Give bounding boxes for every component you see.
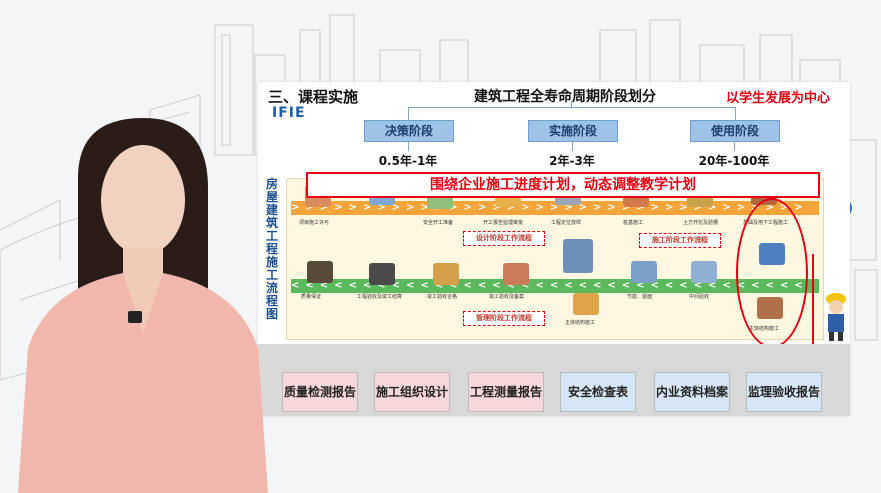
report-label: 工程测量报告 — [469, 385, 542, 399]
connector-line — [812, 254, 814, 350]
phase-decision: 决策阶段 — [364, 120, 454, 142]
document-archive: 内业资料档案 — [654, 372, 730, 412]
section-title: 三、课程实施 — [268, 88, 359, 106]
construction-stage-tag: 施工阶段工作流程 — [639, 233, 721, 248]
flow-caption: 桩基施工 — [623, 220, 644, 226]
flow-caption: 竣工验收合格 — [427, 294, 458, 300]
structure-icon — [573, 293, 599, 315]
phase-connector — [572, 142, 573, 151]
phase-implementation: 实施阶段 — [528, 120, 618, 142]
flow-caption: 中间验收 — [689, 294, 710, 300]
flow-caption: 开工报告监理审批 — [483, 220, 524, 226]
phase-connector — [408, 142, 409, 151]
completion-icon — [433, 263, 459, 285]
phase-bracket — [408, 107, 736, 120]
flow-caption: 土方开挖及验槽 — [683, 220, 719, 226]
acceptance-icon — [369, 263, 395, 285]
presentation-slide: 三、课程实施 IFIE 建筑工程全寿命周期阶段划分 以学生发展为中心 决策阶段 … — [258, 82, 850, 416]
design-stage-tag: 设计阶段工作流程 — [463, 231, 545, 246]
report-label: 内业资料档案 — [655, 385, 728, 399]
report-label: 安全检查表 — [567, 385, 628, 399]
flow-caption: 项目施工许可 — [299, 220, 330, 226]
crane-icon — [563, 239, 593, 273]
survey-report: 工程测量报告 — [468, 372, 544, 412]
ifie-logo: IFIE — [272, 105, 306, 121]
bottom-process-lane: <<<<<<<<<<<<<<<<<<<<<<<<<<<<<<<<<<<< — [291, 279, 819, 293]
report-label: 监理验收报告 — [747, 385, 820, 399]
supervision-report: 监理验收报告 — [746, 372, 822, 412]
slogan: 以学生发展为中心 — [726, 91, 831, 106]
teaching-plan-banner: 围绕企业施工进度计划，动态调整教学计划 — [306, 172, 820, 198]
phase-duration-decision: 0.5年-1年 — [378, 154, 438, 168]
main-title: 建筑工程全寿命周期阶段划分 — [474, 89, 656, 105]
management-stage-tag: 管理阶段工作流程 — [463, 311, 545, 326]
inspection-icon — [691, 261, 717, 283]
flow-caption: 质量保证 — [301, 294, 322, 300]
quality-icon — [307, 261, 333, 283]
phase-duration-implementation: 2年-3年 — [549, 154, 595, 168]
phase-duration-usage: 20年-100年 — [698, 154, 770, 168]
presenter-figure — [18, 118, 268, 493]
report-label: 质量检测报告 — [283, 385, 356, 399]
highlight-ellipse — [736, 198, 808, 348]
safety-checklist: 安全检查表 — [560, 372, 636, 412]
report-label: 施工组织设计 — [375, 385, 448, 399]
flow-chart-side-label: 房屋建筑工程施工流程图 — [265, 177, 278, 321]
flow-caption: 节能、屋面 — [627, 294, 653, 300]
phase-connector — [571, 101, 572, 108]
roofing-icon — [631, 261, 657, 283]
flow-caption: 主体结构施工 — [565, 320, 596, 326]
quality-test-report: 质量检测报告 — [282, 372, 358, 412]
flow-caption: 安全开工准备 — [423, 220, 454, 226]
worker-mascot-icon — [826, 293, 846, 341]
flow-caption: 工程验收及竣工结算 — [357, 294, 403, 300]
phase-usage: 使用阶段 — [690, 120, 780, 142]
flow-caption: 竣工验收及备案 — [489, 294, 525, 300]
filing-icon — [503, 263, 529, 285]
construction-design-report: 施工组织设计 — [374, 372, 450, 412]
construction-flow-chart: >>>>>>>>>>>>>>>>>>>>>>>>>>>>>>>>>>>> <<<… — [286, 178, 824, 340]
flow-caption: 工程定位放样 — [551, 220, 582, 226]
phase-connector — [734, 142, 735, 151]
